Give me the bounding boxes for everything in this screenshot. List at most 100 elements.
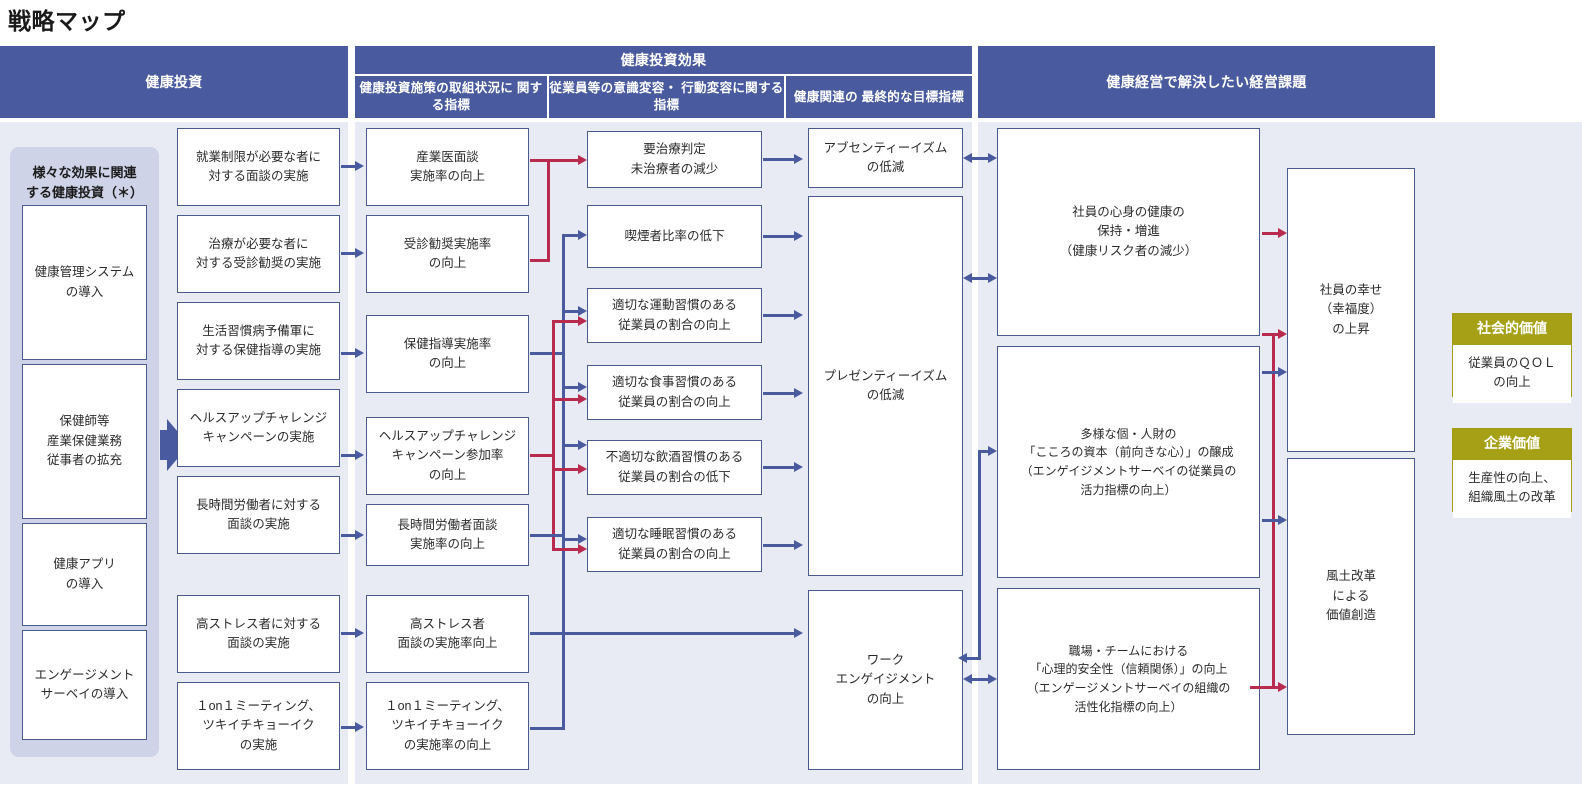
conn-blue-b3 <box>562 386 583 389</box>
conn-i1-o1 <box>1262 519 1284 522</box>
conn-red-b5-head <box>578 544 587 554</box>
conn-b3-f1 <box>763 392 798 395</box>
behavior-4[interactable]: 不適切な飲酒習慣のある 従業員の割合の低下 <box>587 440 762 495</box>
measure-2[interactable]: 生活習慣病予備軍に 対する保健指導の実施 <box>177 302 340 380</box>
group-item-1[interactable]: 保健師等 産業保健業務 従事者の拡充 <box>22 364 147 519</box>
status-1[interactable]: 受診勧奨実施率 の向上 <box>366 215 529 293</box>
group-item-2[interactable]: 健康アプリ の導入 <box>22 523 147 626</box>
conn-s0-b0-horiz <box>547 159 583 162</box>
conn-s0-b0-vert <box>547 159 550 262</box>
conn-b1-f1 <box>763 235 798 238</box>
conn-blue-b4 <box>562 444 583 447</box>
conn-m2-s2 <box>341 352 357 355</box>
conn-s0-b0-stub <box>530 159 550 162</box>
issue-2[interactable]: 職場・チームにおける 「心理的安全性（信頼関係）」の向上 （エンゲージメントサー… <box>997 588 1260 770</box>
conn-red-b4 <box>552 468 583 471</box>
page-title: 戦略マップ <box>8 8 126 34</box>
conn-i0-o0 <box>1262 232 1284 235</box>
status-0[interactable]: 産業医面談 実施率の向上 <box>366 128 529 206</box>
conn-s6-blue-spine <box>530 727 565 730</box>
conn-s2-b1-horiz <box>562 234 583 237</box>
issue-1[interactable]: 多様な個・人財の 「こころの資本（前向きな心）」の醸成 （エンゲイジメントサーベ… <box>997 346 1260 578</box>
status-4[interactable]: 長時間労働者面談 実施率の向上 <box>366 504 529 566</box>
conn-f1-i0-head-right <box>988 273 997 283</box>
conn-m3-s3 <box>341 454 357 457</box>
measure-1[interactable]: 治療が必要な者に 対する受診勧奨の実施 <box>177 215 340 293</box>
outcome-1[interactable]: 風土改革 による 価値創造 <box>1287 458 1415 735</box>
header-effect: 健康投資効果 <box>355 46 972 74</box>
behavior-0[interactable]: 要治療判定 未治療者の減少 <box>587 131 762 188</box>
value-card-0: 社会的価値 従業員のＱＯＬ の向上 <box>1452 313 1572 404</box>
group-title: 様々な効果に関連 する健康投資（＊） <box>25 165 143 200</box>
final-0[interactable]: アブセンティーイズム の低減 <box>808 128 963 188</box>
status-6[interactable]: １on１ミーティング、 ツキイチキョーイク の実施率の向上 <box>366 682 529 770</box>
conn-f1-i0-head-left <box>963 273 972 283</box>
conn-s3-stub <box>530 454 555 457</box>
conn-s2-b1-head <box>578 230 587 240</box>
conn-b2-f1 <box>763 314 798 317</box>
header-effect-sub3: 健康関連の 最終的な目標指標 <box>786 76 972 118</box>
conn-s5-f2-head <box>794 628 803 638</box>
conn-m1-s1 <box>341 252 357 255</box>
status-5[interactable]: 高ストレス者 面談の実施率向上 <box>366 595 529 673</box>
measure-6[interactable]: １on１ミーティング、 ツキイチキョーイク の実施 <box>177 682 340 770</box>
blue-spine <box>562 310 565 730</box>
conn-i2-o1-head <box>1278 682 1287 692</box>
conn-m0-s0-head <box>355 161 364 171</box>
final-2[interactable]: ワーク エンゲイジメント の向上 <box>808 590 963 770</box>
conn-m1-s1-head <box>355 248 364 258</box>
conn-b4-f1 <box>763 466 798 469</box>
conn-m3-s3-head <box>355 450 364 460</box>
conn-f2-i1-bot <box>963 657 981 660</box>
behavior-5[interactable]: 適切な睡眠習慣のある 従業員の割合の向上 <box>587 517 762 572</box>
conn-i1-o1-head <box>1278 515 1287 525</box>
conn-m2-s2-head <box>355 348 364 358</box>
behavior-3[interactable]: 適切な食事習慣のある 従業員の割合の向上 <box>587 365 762 420</box>
conn-i1-o0-head <box>1278 367 1287 377</box>
conn-m6-s6 <box>341 726 357 729</box>
measure-4[interactable]: 長時間労働者に対する 面談の実施 <box>177 476 340 554</box>
conn-m5-s5-head <box>355 628 364 638</box>
group-item-3[interactable]: エンゲージメント サーベイの導入 <box>22 630 147 740</box>
measure-0[interactable]: 就業制限が必要な者に 対する面談の実施 <box>177 128 340 206</box>
conn-i0-o0-head <box>1278 228 1287 238</box>
conn-f2-i2-head-left <box>963 674 972 684</box>
conn-f0-i0-head-right <box>988 153 997 163</box>
value-card-0-body: 従業員のＱＯＬ の向上 <box>1453 344 1571 404</box>
behavior-1[interactable]: 喫煙者比率の低下 <box>587 205 762 268</box>
conn-blue-b5 <box>562 538 583 541</box>
measure-5[interactable]: 高ストレス者に対する 面談の実施 <box>177 595 340 673</box>
conn-blue-b2 <box>562 310 583 313</box>
group-item-0[interactable]: 健康管理システム の導入 <box>22 205 147 360</box>
conn-b0-f0-head <box>794 154 803 164</box>
conn-blue-b2-head <box>578 306 587 316</box>
measure-3[interactable]: ヘルスアップチャレンジ キャンペーンの実施 <box>177 389 340 467</box>
conn-f2-i1-bot-head <box>958 653 967 663</box>
status-3[interactable]: ヘルスアップチャレンジ キャンペーン参加率 の向上 <box>366 417 529 495</box>
value-card-1-body: 生産性の向上、 組織風土の改革 <box>1453 459 1571 519</box>
header-issues: 健康経営で解決したい経営課題 <box>978 46 1435 118</box>
conn-m6-s6-head <box>355 722 364 732</box>
conn-i1-o0 <box>1262 371 1284 374</box>
outcome-0[interactable]: 社員の幸せ （幸福度） の上昇 <box>1287 168 1415 452</box>
value-card-1: 企業価値 生産性の向上、 組織風土の改革 <box>1452 428 1572 519</box>
issue-0[interactable]: 社員の心身の健康の 保持・増進 （健康リスク者の減少） <box>997 128 1260 336</box>
conn-blue-b3-head <box>578 382 587 392</box>
conn-red-b5 <box>552 548 583 551</box>
conn-s2-b1-vert <box>562 234 565 355</box>
conn-m4-s4-head <box>355 530 364 540</box>
conn-red-b4-head <box>578 464 587 474</box>
conn-s2-stub <box>530 352 565 355</box>
status-2[interactable]: 保健指導実施率 の向上 <box>366 315 529 393</box>
final-1[interactable]: プレゼンティーイズム の低減 <box>808 196 963 576</box>
value-card-1-head: 企業価値 <box>1453 429 1571 460</box>
header-investment: 健康投資 <box>0 46 348 118</box>
conn-red-b2-head <box>578 316 587 326</box>
value-card-0-head: 社会的価値 <box>1453 314 1571 345</box>
conn-blue-b4-head <box>578 440 587 450</box>
red-spine-right <box>1272 333 1275 689</box>
conn-red-b3-head <box>578 394 587 404</box>
conn-b2-f1-head <box>794 310 803 320</box>
conn-s5-f2 <box>530 632 798 635</box>
behavior-2[interactable]: 適切な運動習慣のある 従業員の割合の向上 <box>587 288 762 343</box>
